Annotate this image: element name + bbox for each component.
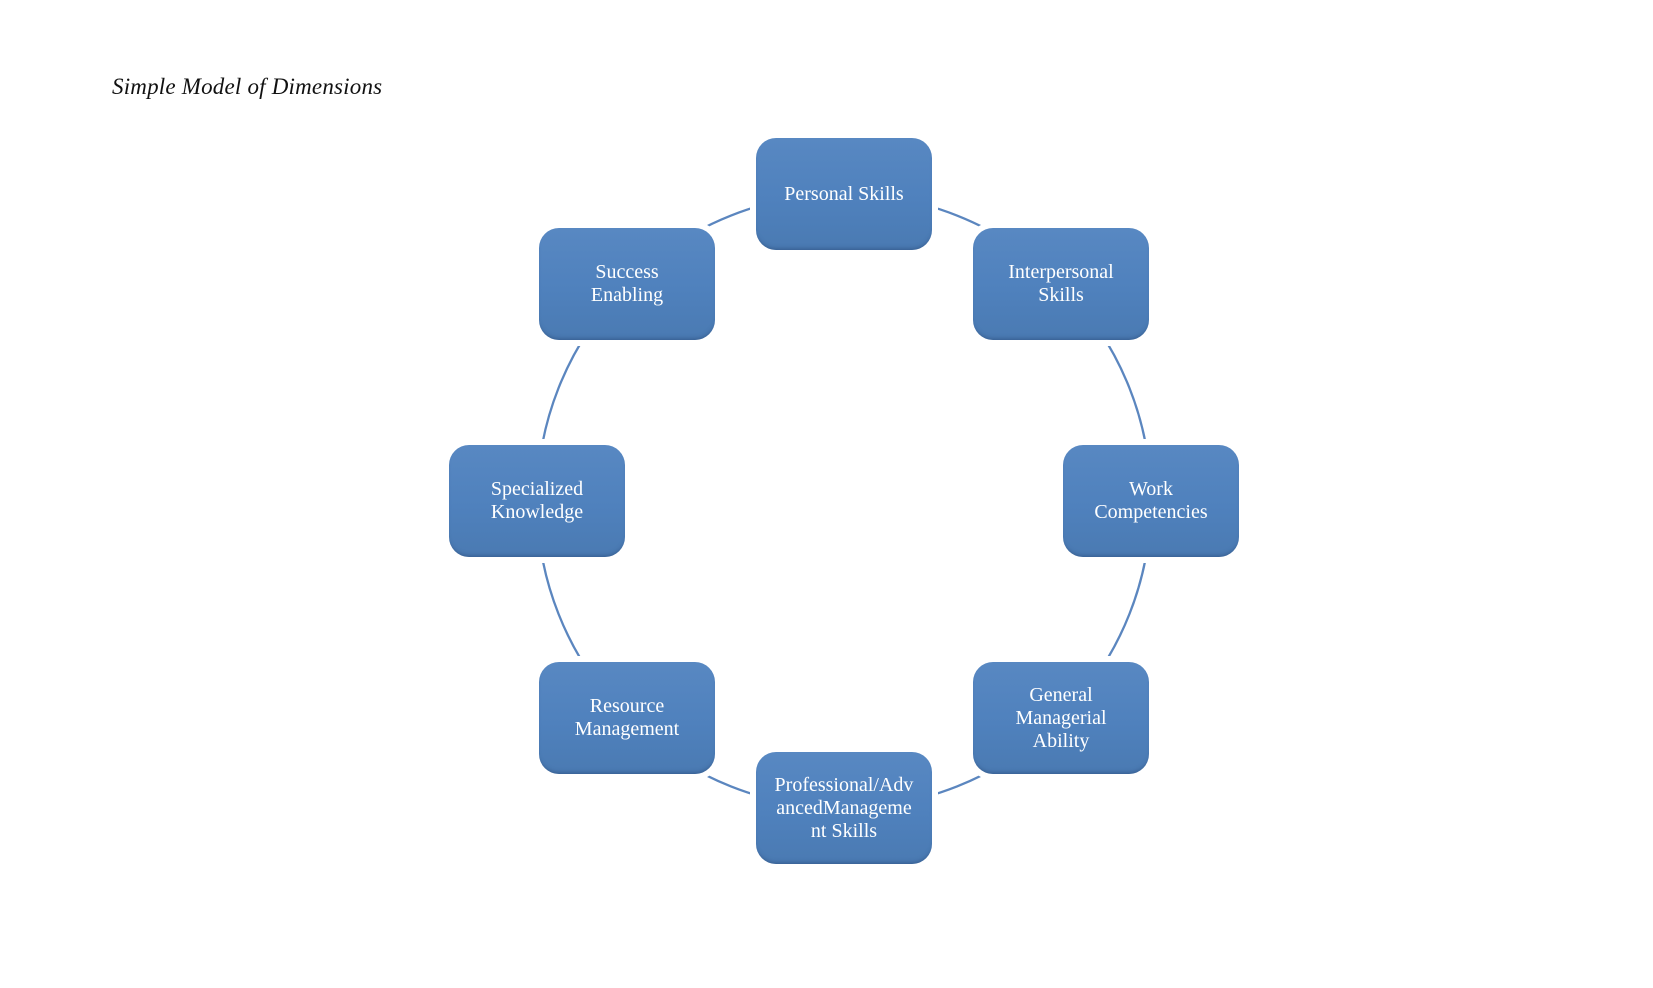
node-work-competencies: Work Competencies [1063, 445, 1239, 557]
diagram-title: Simple Model of Dimensions [112, 74, 383, 99]
node-general-managerial-ability: General Managerial Ability [973, 662, 1149, 774]
node-professional-advanced-management-skills: Professional/Adv ancedManageme nt Skills [756, 752, 932, 864]
node-personal-skills: Personal Skills [756, 138, 932, 250]
node-specialized-knowledge: Specialized Knowledge [449, 445, 625, 557]
node-resource-management: Resource Management [539, 662, 715, 774]
node-interpersonal-skills: Interpersonal Skills [973, 228, 1149, 340]
node-success-enabling: Success Enabling [539, 228, 715, 340]
